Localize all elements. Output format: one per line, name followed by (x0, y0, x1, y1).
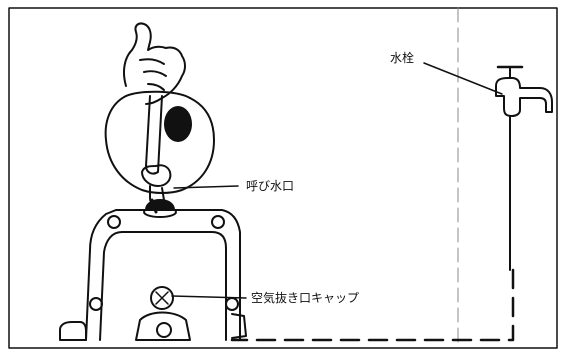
hose-dashed-line (230, 268, 515, 342)
hand-icon (123, 22, 186, 105)
faucet-icon (495, 65, 553, 125)
outer-frame (8, 7, 558, 349)
kettle-icon (104, 90, 215, 214)
air-vent-cap-label: 空気抜き口キャップ (251, 291, 360, 305)
faucet-label: 水栓 (390, 51, 415, 65)
priming-port-label: 呼び水口 (246, 179, 295, 193)
air-vent-leader-line (171, 295, 247, 299)
priming-port-leader-line (173, 185, 239, 189)
faucet-leader-line (423, 62, 503, 95)
pump-icon (59, 199, 247, 341)
